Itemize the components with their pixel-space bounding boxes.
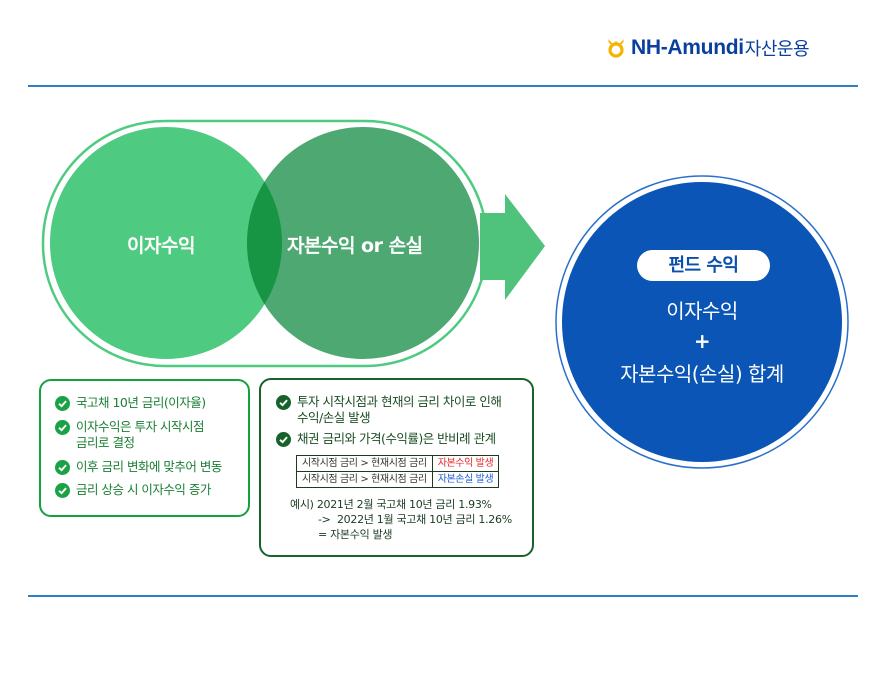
top-divider xyxy=(28,85,858,87)
example-line-1: 예시) 2021년 2월 국고채 10년 금리 1.93% xyxy=(290,498,492,511)
interest-item-line: 이자수익은 투자 시작시점 xyxy=(76,419,204,434)
interest-info-box xyxy=(39,379,250,517)
table-cell-result: 자본수익 발생 xyxy=(431,455,500,472)
interest-item-text: 국고채 10년 금리(이자율) xyxy=(76,395,206,410)
capital-item: 채권 금리와 가격(수익률)은 반비례 관계 xyxy=(276,431,496,447)
table-row: 시작시점 금리 > 현재시점 금리 자본손실 발생 xyxy=(296,471,500,488)
interest-item-text: 이후 금리 변화에 맞추어 변동 xyxy=(76,459,222,474)
table-row: 시작시점 금리 > 현재시점 금리 자본수익 발생 xyxy=(296,455,500,472)
table-cell-result: 자본손실 발생 xyxy=(431,471,500,488)
capital-item-line: 투자 시작시점과 현재의 금리 차이로 인해 xyxy=(297,394,502,409)
fund-return-summary: 펀드 수익 이자수익 + 자본수익(손실) 합계 xyxy=(557,178,847,468)
logo-text-en: NH-Amundi xyxy=(631,36,744,59)
check-circle-icon xyxy=(276,432,291,447)
check-circle-icon xyxy=(55,460,70,475)
interest-item-text: 금리 상승 시 이자수익 증가 xyxy=(76,482,211,497)
table-cell-condition: 시작시점 금리 > 현재시점 금리 xyxy=(296,455,433,472)
fund-line-plus: + xyxy=(693,329,711,353)
check-circle-icon xyxy=(55,483,70,498)
interest-item-line: 금리로 결정 xyxy=(76,435,135,450)
fund-line-capital: 자본수익(손실) 합계 xyxy=(620,362,784,386)
arrow-right-icon xyxy=(480,194,545,300)
logo-emblem-icon xyxy=(608,39,624,58)
check-circle-icon xyxy=(276,395,291,410)
interest-item: 이후 금리 변화에 맞추어 변동 xyxy=(55,459,222,475)
check-circle-icon xyxy=(55,420,70,435)
capital-item-text: 채권 금리와 가격(수익률)은 반비례 관계 xyxy=(297,431,496,446)
fund-line-interest: 이자수익 xyxy=(666,299,738,323)
interest-item: 국고채 10년 금리(이자율) xyxy=(55,395,206,411)
example-line-3: = 자본수익 발생 xyxy=(318,528,393,541)
fund-return-badge: 펀드 수익 xyxy=(637,250,770,281)
rate-comparison-table: 시작시점 금리 > 현재시점 금리 자본수익 발생 시작시점 금리 > 현재시점… xyxy=(296,455,500,488)
interest-item: 금리 상승 시 이자수익 증가 xyxy=(55,482,211,498)
bottom-divider xyxy=(28,595,858,597)
fund-circle xyxy=(562,182,842,462)
capital-item-line: 수익/손실 발생 xyxy=(297,410,371,425)
example-line-2: -> 2022년 1월 국고채 10년 금리 1.26% xyxy=(318,513,512,526)
interest-label: 이자수익 xyxy=(127,235,195,257)
capital-label: 자본수익 or 손실 xyxy=(287,235,423,257)
check-circle-icon xyxy=(55,396,70,411)
table-cell-condition: 시작시점 금리 > 현재시점 금리 xyxy=(296,471,433,488)
nh-amundi-logo: NH-Amundi 자산운용 xyxy=(606,35,810,61)
logo-text-ko: 자산운용 xyxy=(744,39,810,60)
capital-circle xyxy=(247,127,479,359)
interest-circle xyxy=(50,127,282,359)
